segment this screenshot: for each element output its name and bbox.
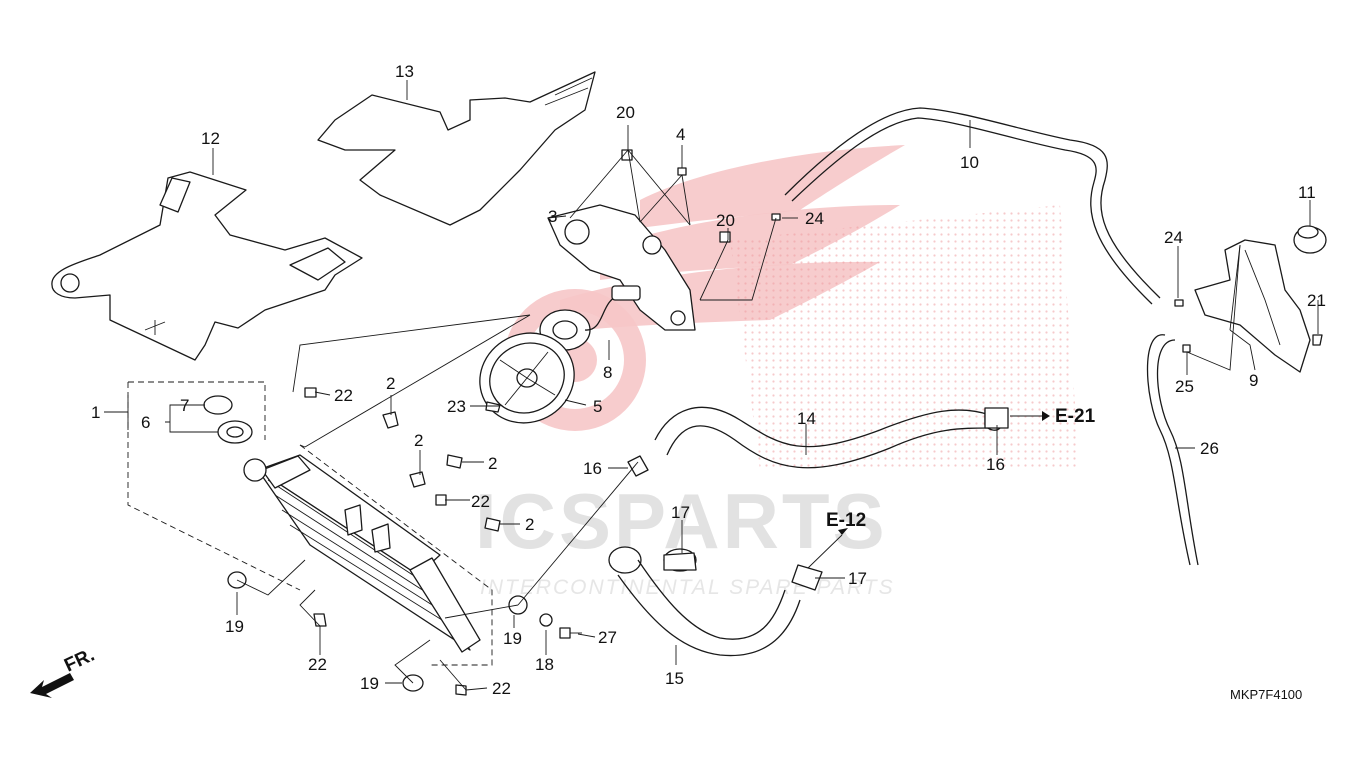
callout-4: 4 bbox=[676, 125, 685, 144]
callout-19: 19 bbox=[360, 674, 379, 693]
clamps bbox=[663, 407, 1009, 571]
grommets-19 bbox=[227, 571, 528, 692]
part-26-drain-hose bbox=[1146, 334, 1199, 566]
callout-16: 16 bbox=[583, 459, 602, 478]
callout-14: 14 bbox=[797, 409, 816, 428]
part-6-7-radiator-cap bbox=[203, 395, 253, 444]
part-5-fan bbox=[479, 332, 575, 424]
arrows bbox=[838, 411, 1050, 535]
callout-8: 8 bbox=[603, 363, 612, 382]
callout-9: 9 bbox=[1249, 371, 1258, 390]
callout-16: 16 bbox=[986, 455, 1005, 474]
callout-26: 26 bbox=[1200, 439, 1219, 458]
callout-22: 22 bbox=[471, 492, 490, 511]
watermark-wing-logo bbox=[504, 145, 1080, 470]
part-11-reserve-cap bbox=[1293, 225, 1327, 254]
callout-5: 5 bbox=[593, 397, 602, 416]
callout-23: 23 bbox=[447, 397, 466, 416]
leader-lines bbox=[104, 80, 1319, 691]
callout-19: 19 bbox=[225, 617, 244, 636]
callout-18: 18 bbox=[535, 655, 554, 674]
callout-6: 6 bbox=[141, 413, 150, 432]
callout-27: 27 bbox=[598, 628, 617, 647]
callout-1: 1 bbox=[91, 403, 100, 422]
callout-25: 25 bbox=[1175, 377, 1194, 396]
part-10-hose bbox=[784, 107, 1161, 305]
reference-e12: E-12 bbox=[826, 510, 866, 531]
reference-e21: E-21 bbox=[1055, 406, 1096, 427]
diagram-code: MKP7F4100 bbox=[1230, 687, 1302, 702]
part-9-reserve-tank bbox=[1194, 239, 1311, 373]
callout-17: 17 bbox=[671, 503, 690, 522]
callout-19: 19 bbox=[503, 629, 522, 648]
part-3-fan-shroud bbox=[547, 204, 696, 331]
fasteners bbox=[304, 149, 1323, 696]
callouts: 1 2 2 2 2 3 4 5 6 7 8 9 10 11 12 13 14 1… bbox=[91, 62, 1326, 698]
callout-15: 15 bbox=[665, 669, 684, 688]
watermark-tagline: INTERCONTINENTAL SPARE PARTS bbox=[480, 576, 895, 599]
callout-7: 7 bbox=[180, 396, 189, 415]
part-13-upper-cover bbox=[317, 71, 596, 226]
part-1-radiator bbox=[243, 454, 481, 653]
callout-12: 12 bbox=[201, 129, 220, 148]
callout-2: 2 bbox=[488, 454, 497, 473]
callout-2: 2 bbox=[386, 374, 395, 393]
part-12-side-shroud bbox=[51, 171, 363, 361]
callout-22: 22 bbox=[334, 386, 353, 405]
callout-20: 20 bbox=[616, 103, 635, 122]
callout-13: 13 bbox=[395, 62, 414, 81]
callout-22: 22 bbox=[492, 679, 511, 698]
callout-10: 10 bbox=[960, 153, 979, 172]
callout-17: 17 bbox=[848, 569, 867, 588]
callout-22: 22 bbox=[308, 655, 327, 674]
direction-label: FR. bbox=[61, 645, 98, 677]
callout-2: 2 bbox=[414, 431, 423, 450]
callout-11: 11 bbox=[1298, 183, 1316, 202]
callout-3: 3 bbox=[548, 207, 557, 226]
direction-arrow-icon bbox=[30, 673, 74, 698]
callout-20: 20 bbox=[716, 211, 735, 230]
callout-24: 24 bbox=[805, 209, 824, 228]
callout-2: 2 bbox=[525, 515, 534, 534]
callout-21: 21 bbox=[1307, 291, 1326, 310]
callout-24: 24 bbox=[1164, 228, 1183, 247]
